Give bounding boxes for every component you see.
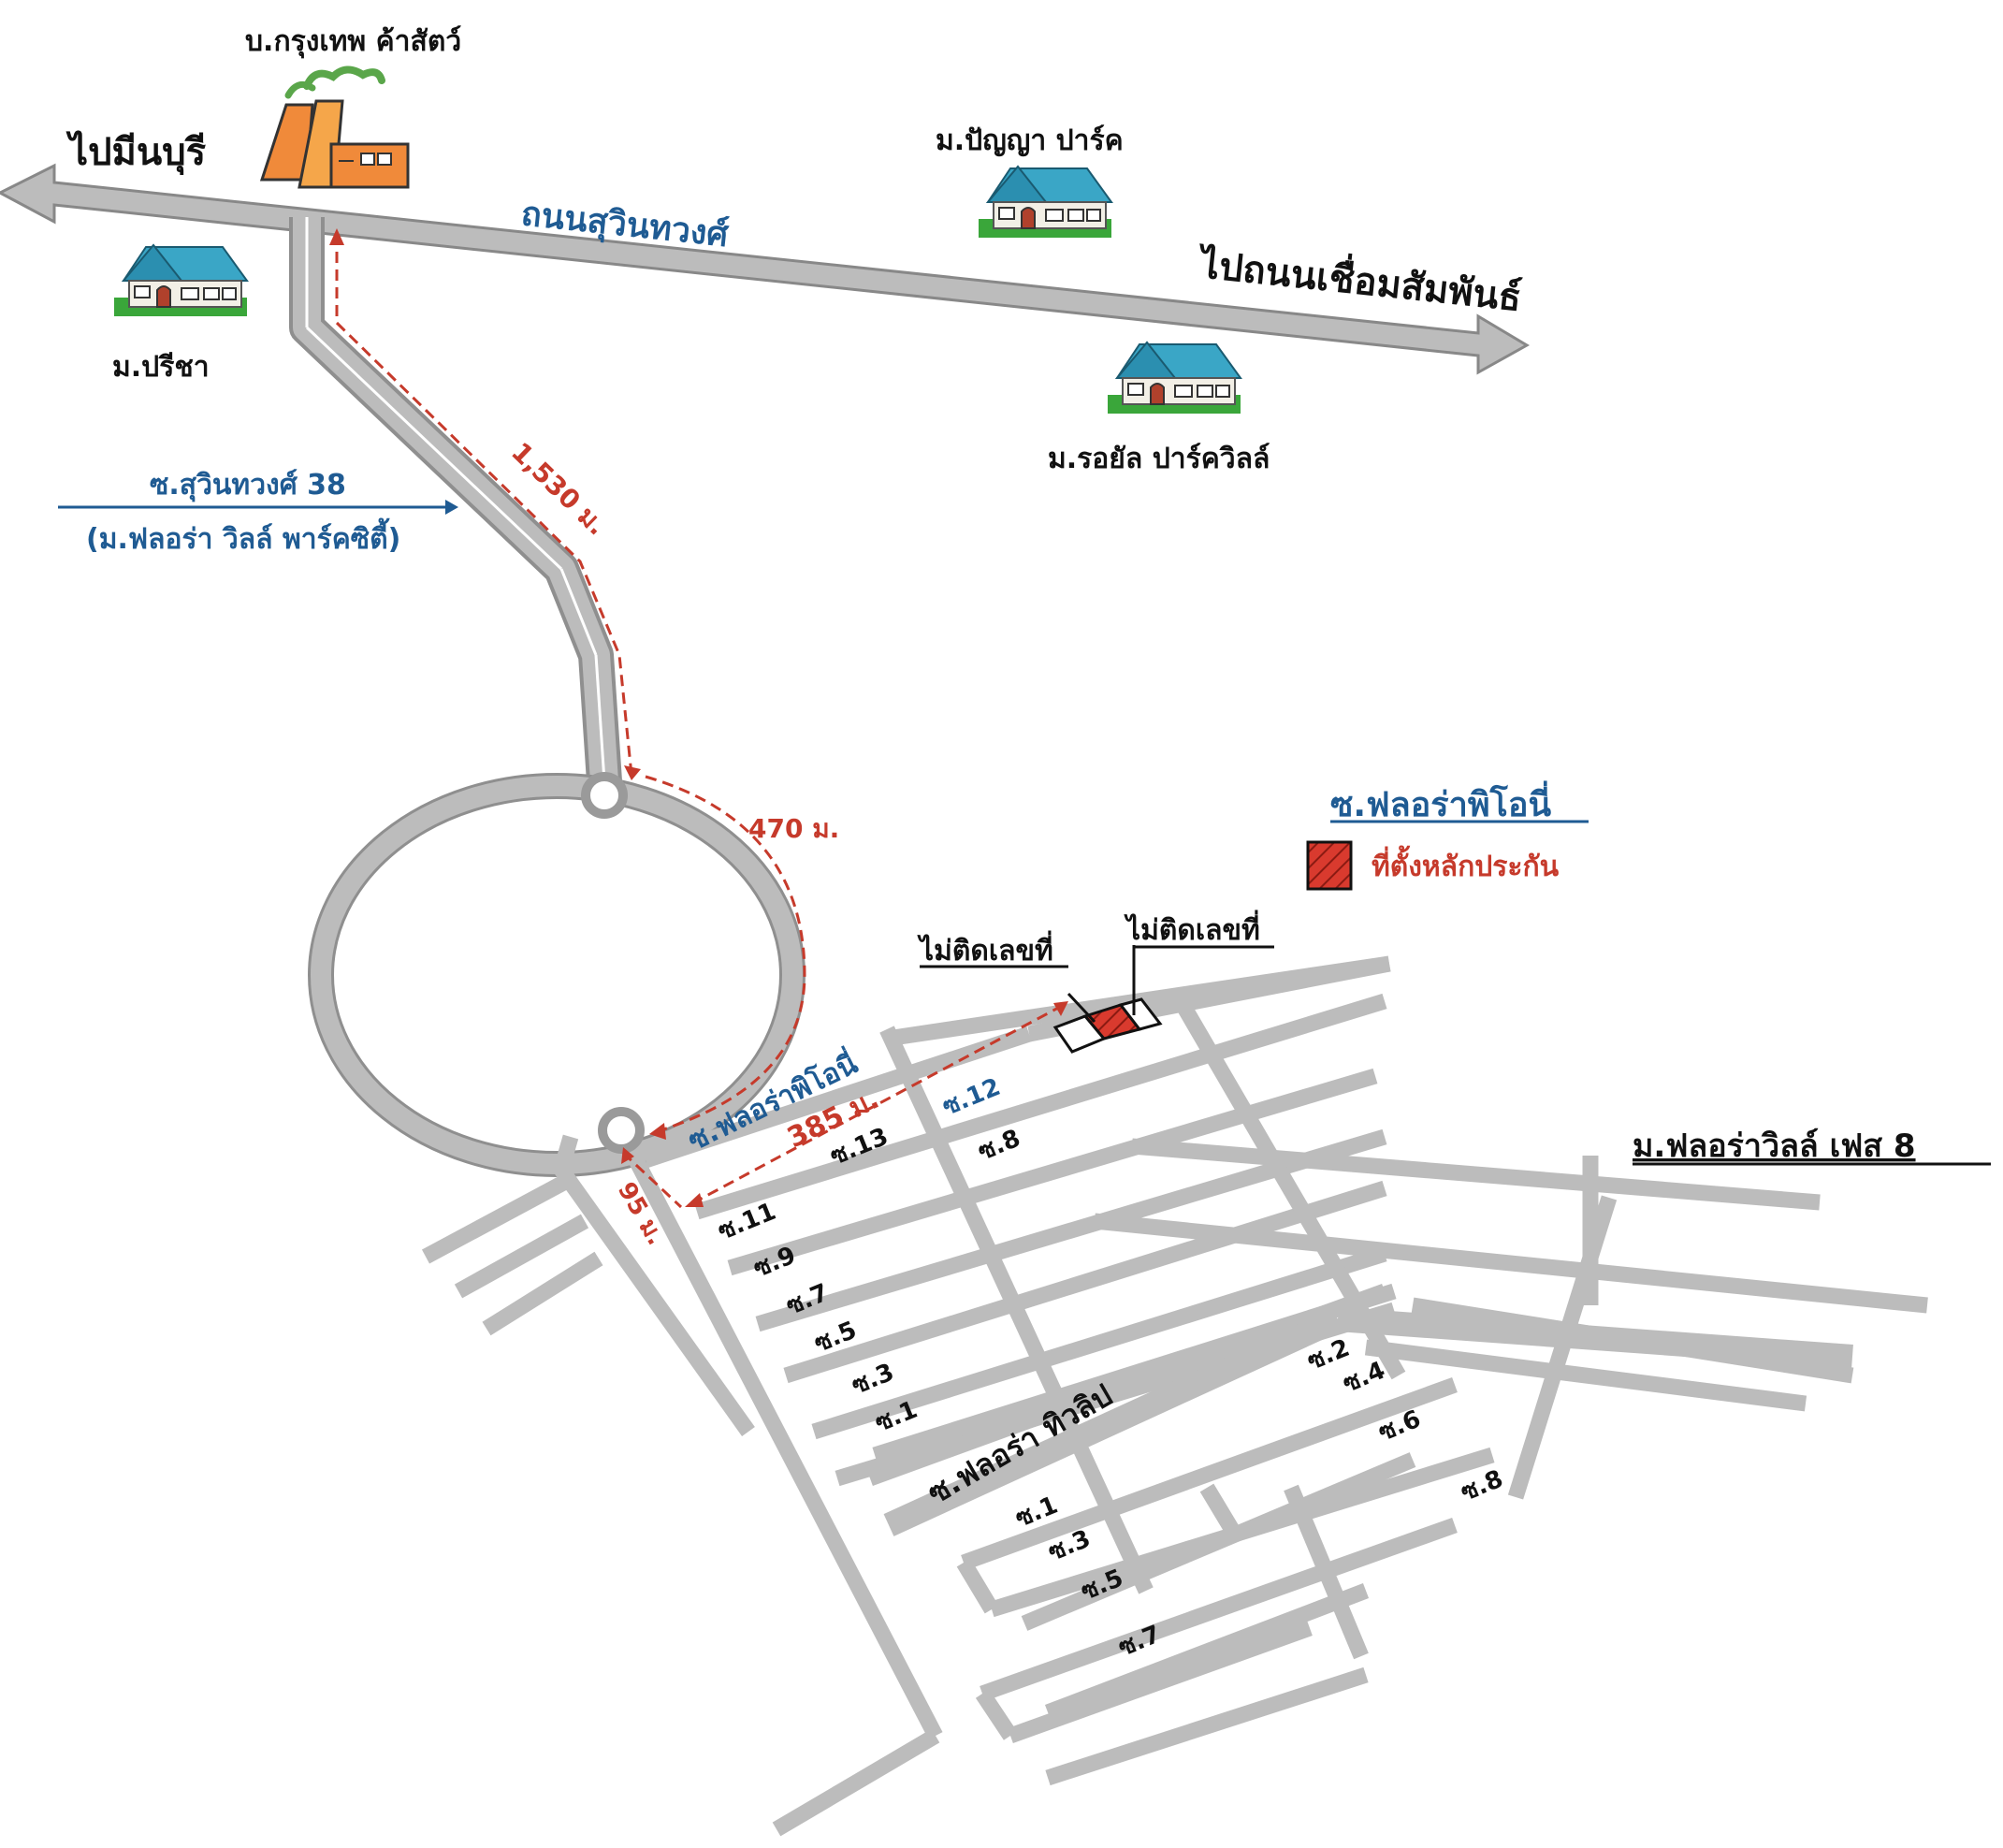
distance-470-label: 470 ม. [748,813,839,844]
soi-label: ซ.7 [782,1279,833,1321]
soi-38-access-road [289,217,622,783]
soi-label: ซ.3 [848,1359,898,1401]
factory-icon [259,65,410,189]
factory-label: บ.กรุงเทพ ค้าสัตว์ [245,25,461,59]
no-number-label-1: ไม่ติดเลขที่ [917,930,1053,968]
no-number-label-2: ไม่ติดเลขที่ [1124,909,1260,947]
phase8-label: ม.ฟลอร่าวิลล์ เฟส 8 [1633,1128,1916,1165]
legend [1306,820,1589,891]
soi-38-sub-label: (ม.ฟลอร่า วิลล์ พาร์คซิตี้) [86,517,400,556]
soi-38-label: ซ.สุวินทวงศ์ 38 [150,469,346,502]
loop-road [308,772,806,1177]
village-pricha-label: ม.ปรีชา [112,351,210,384]
main-road-suwinthawong [0,163,1531,375]
subdivision-roads [421,955,1928,1837]
house-icon-panya [978,166,1112,239]
house-icon-royal [1107,342,1241,415]
village-panya-label: ม.ปัญญา ปาร์ค [936,124,1124,157]
soi-38-arrow [58,500,458,515]
legend-item-label: ที่ตั้งหลักประกัน [1372,845,1560,883]
route-distance-lines [329,228,1068,1209]
legend-title: ซ.ฟลอร่าพิโอนี่ [1330,780,1552,824]
collateral-plot-icon [920,945,1274,1054]
to-minburi-label: ไปมีนบุรี [65,130,207,176]
legend-swatch [1306,840,1353,891]
village-royal-label: ม.รอยัล ปาร์ควิลล์ [1048,443,1270,475]
house-icon-pricha [113,244,248,317]
